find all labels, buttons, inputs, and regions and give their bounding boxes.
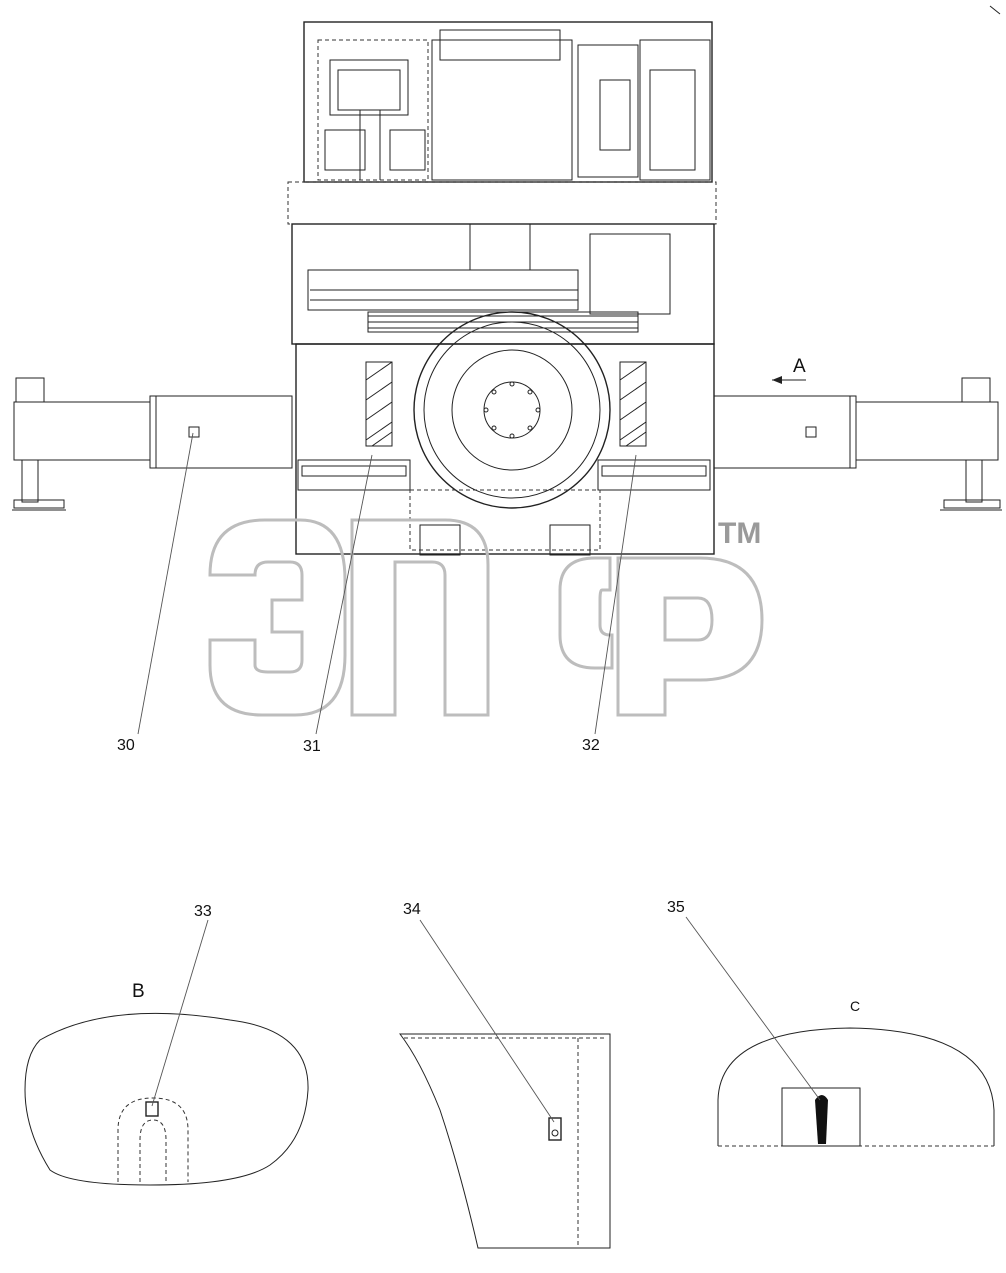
view-arrow-a: A [772,356,806,384]
watermark-logo: TM [208,517,764,717]
callout-34: 34 [403,901,421,918]
callout-33: 33 [194,903,212,920]
detail-c: C 35 [667,899,995,1147]
view-label-a: A [793,356,806,377]
view-label-c: C [850,998,860,1014]
callout-31: 31 [303,738,321,755]
detail-34: 34 [398,901,611,1249]
bolt-circle [483,381,541,439]
outrigger-left [12,377,293,511]
detail-b: B 33 [24,903,309,1186]
callout-35: 35 [667,899,685,916]
callout-30: 30 [117,737,135,754]
leaders-top [137,432,637,735]
outrigger-right [713,377,1002,511]
callout-32: 32 [582,737,600,754]
corner-mark [989,5,1001,15]
machine-body [287,21,717,556]
view-label-b: B [132,981,145,1002]
trademark-symbol: TM [718,517,761,550]
